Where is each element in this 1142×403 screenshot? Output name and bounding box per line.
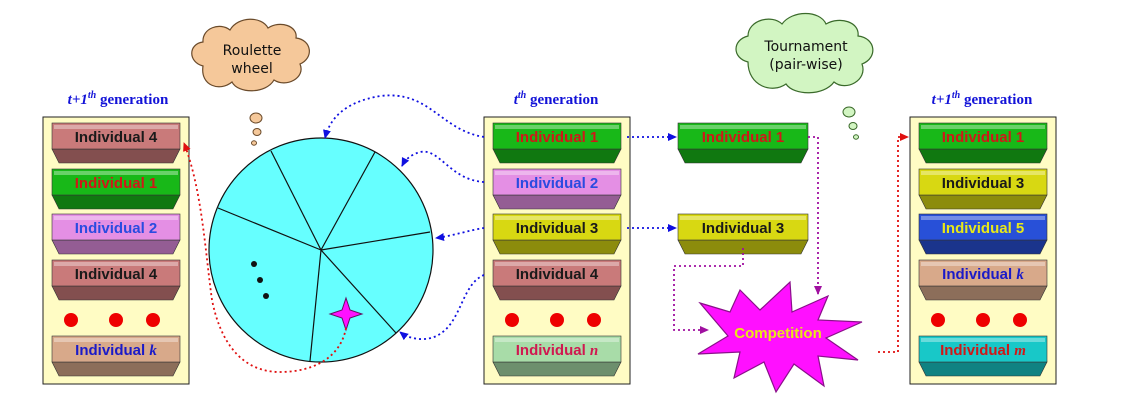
ellipsis-dot (976, 313, 990, 327)
right-individual-4: Individual k (918, 259, 1048, 301)
ellipsis-dot (550, 313, 564, 327)
arrow-sel1-to-competition (808, 136, 822, 295)
arrow-mid1-to-wheel (323, 94, 485, 139)
left-individuals: Individual 4 Individual 1 Individual 2 Indi… (51, 122, 181, 377)
selected-individual-1: Individual 1 (677, 122, 809, 164)
individual-label: Individual 4 (75, 129, 158, 146)
roulette-wheel (208, 137, 434, 363)
ellipsis-dot (931, 313, 945, 327)
thought-bubble (249, 112, 263, 124)
middle-individual-5: Individual n (492, 335, 622, 377)
middle-individual-1: Individual 1 (492, 122, 622, 164)
right-individual-2: Individual 3 (918, 168, 1048, 210)
individual-label: Individual k (75, 342, 157, 359)
competition-label: Competition (734, 325, 822, 342)
right-individuals: Individual 1 Individual 3 Individual 5 Indi… (918, 122, 1048, 377)
individual-label: Individual 1 (942, 129, 1025, 146)
right-individual-5: Individual m (918, 335, 1048, 377)
individual-label: Individual 4 (516, 266, 599, 283)
roulette-thought-cloud: Roulette wheel (191, 18, 310, 146)
right-individual-3: Individual 5 (918, 213, 1048, 255)
ellipsis-dot (109, 313, 123, 327)
individual-label: Individual n (516, 342, 599, 359)
individual-label: Individual 1 (75, 175, 158, 192)
middle-individuals: Individual 1 Individual 2 Individual 3 Indi… (492, 122, 622, 377)
individual-label: Individual 2 (75, 220, 158, 237)
left-individual-2: Individual 1 (51, 168, 181, 210)
wheel-dot (257, 277, 263, 283)
arrow-wheel-to-left (183, 142, 347, 373)
roulette-cloud-shape (191, 18, 310, 92)
middle-individual-4: Individual 4 (492, 259, 622, 301)
thought-bubble (848, 122, 858, 130)
left-individual-5: Individual k (51, 335, 181, 377)
right-individual-1: Individual 1 (918, 122, 1048, 164)
individual-label: Individual m (940, 342, 1026, 359)
arrow-sel3-to-competition (673, 248, 744, 334)
individual-label: Individual 4 (75, 266, 158, 283)
left-individual-4: Individual 4 (51, 259, 181, 301)
right-column-title: t+1th generation (932, 90, 1033, 108)
ellipsis-dot (64, 313, 78, 327)
ellipsis-dot (587, 313, 601, 327)
ellipsis-dots (64, 313, 1027, 327)
tournament-thought-cloud: Tournament (pair-wise) (735, 12, 874, 140)
roulette-cloud-line2: wheel (231, 61, 272, 77)
arrow-mid2-to-wheel (401, 150, 485, 183)
individual-label: Individual 5 (942, 220, 1025, 237)
roulette-cloud-line1: Roulette (223, 43, 282, 59)
competition-arrows (673, 136, 822, 334)
wheel-spokes (217, 150, 431, 362)
individual-label: Individual 3 (702, 220, 785, 237)
individual-label: Individual k (942, 266, 1024, 283)
middle-column-title: tth generation (514, 90, 599, 108)
arrow-competition-to-right (878, 133, 909, 353)
thought-bubble (252, 128, 262, 136)
competition-burst: Competition (697, 280, 863, 394)
thought-bubble (251, 140, 257, 146)
individual-label: Individual 1 (702, 129, 785, 146)
ellipsis-dot (505, 313, 519, 327)
middle-individual-2: Individual 2 (492, 168, 622, 210)
selected-individual-3: Individual 3 (677, 213, 809, 255)
middle-individual-3: Individual 3 (492, 213, 622, 255)
individual-label: Individual 2 (516, 175, 599, 192)
tournament-cloud-line1: Tournament (763, 39, 848, 55)
roulette-selection-arrows (323, 94, 677, 341)
ellipsis-dot (146, 313, 160, 327)
tournament-cloud-shape (735, 12, 874, 94)
thought-bubble (853, 134, 859, 140)
left-individual-3: Individual 2 (51, 213, 181, 255)
left-column-title: t+1th generation (68, 90, 169, 108)
wheel-dot (263, 293, 269, 299)
thought-bubble (842, 106, 856, 118)
competition-starburst-shape (697, 280, 863, 394)
individual-label: Individual 3 (516, 220, 599, 237)
tournament-selected-individuals: Individual 1 Individual 3 (677, 122, 809, 255)
tournament-cloud-line2: (pair-wise) (769, 57, 842, 73)
individual-label: Individual 3 (942, 175, 1025, 192)
winner-arrows (183, 133, 909, 373)
ellipsis-dot (1013, 313, 1027, 327)
arrow-mid3-to-wheel (435, 227, 485, 241)
individual-label: Individual 1 (516, 129, 599, 146)
left-individual-1: Individual 4 (51, 122, 181, 164)
wheel-dot (251, 261, 257, 267)
